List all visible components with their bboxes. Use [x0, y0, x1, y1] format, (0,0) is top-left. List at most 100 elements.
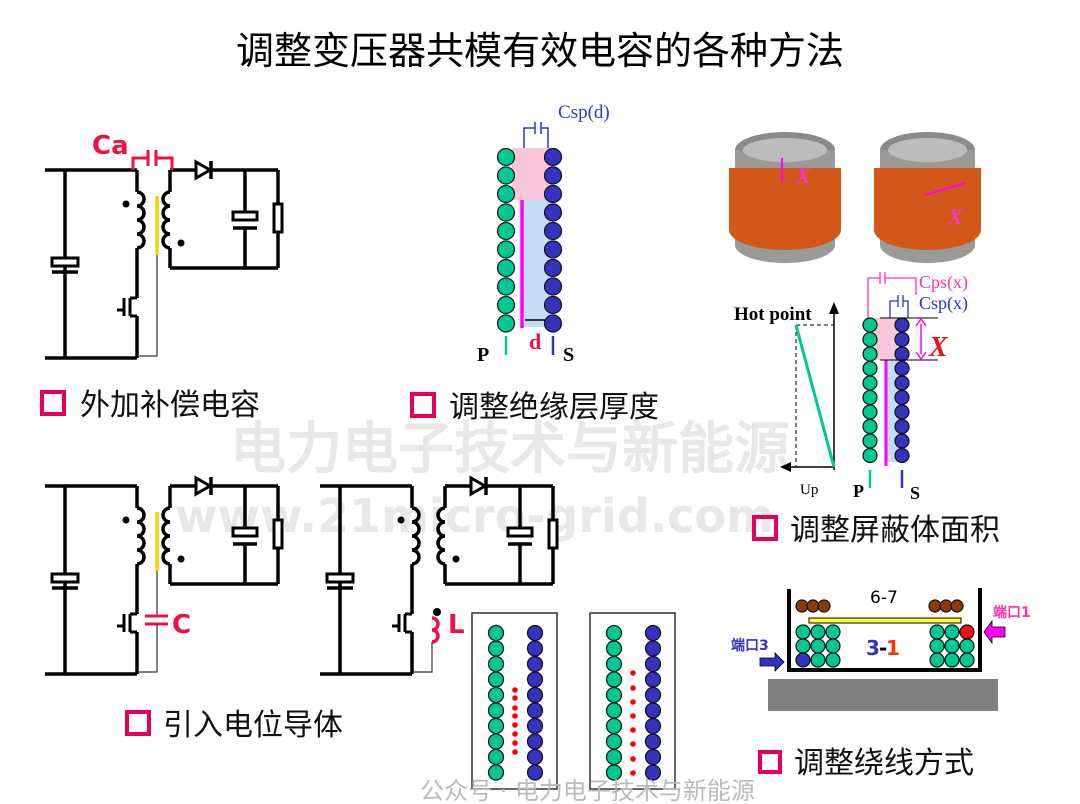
winding-diagrams	[471, 122, 1006, 790]
circuits	[45, 150, 559, 676]
primary-turn	[862, 447, 878, 464]
primary-turn	[487, 640, 505, 657]
dot-marker	[122, 516, 130, 524]
transformer-core-1	[729, 132, 841, 263]
primary-turn	[862, 346, 878, 362]
secondary-turn	[543, 314, 563, 333]
primary-turn	[496, 166, 516, 185]
secondary-turn	[894, 418, 910, 435]
bullet-square-icon	[40, 390, 66, 416]
insulation-diagram	[496, 122, 563, 355]
output-capacitor	[506, 526, 534, 538]
winding-turn	[944, 638, 960, 654]
primary-coil	[136, 190, 146, 250]
dot-marker	[177, 555, 185, 563]
watermark-url: www.21micro-grid.com	[175, 489, 774, 543]
diode-icon	[194, 159, 214, 181]
winding-turn	[929, 638, 945, 654]
mosfet-icon	[117, 612, 139, 674]
primary-turn	[487, 717, 505, 735]
primary-turn	[496, 240, 516, 259]
secondary-turn	[644, 764, 662, 781]
secondary-turn	[526, 624, 544, 642]
winding-box-1	[471, 612, 558, 790]
shield-lead	[139, 624, 158, 673]
shield-wire-dot	[512, 687, 518, 693]
csp-capacitor	[523, 127, 549, 148]
mosfet-icon	[392, 612, 414, 674]
cps-x-label: Cps(x)	[919, 272, 968, 293]
winding-box	[471, 612, 558, 790]
caption-shield-area: 调整屏蔽体面积	[752, 513, 1000, 548]
primary-turn	[605, 717, 623, 735]
voltage-line	[794, 324, 836, 468]
secondary-turn	[894, 331, 910, 348]
secondary-turn	[894, 360, 910, 377]
overlap-region	[875, 318, 897, 360]
secondary-turn	[894, 346, 910, 362]
compensation-capacitor	[131, 156, 174, 170]
primary-turn	[496, 295, 516, 315]
port3-arrow-icon	[759, 652, 785, 672]
transformer-core-2	[874, 132, 981, 263]
arrow-left-icon	[780, 462, 791, 472]
layer-6-7-label: 6-7	[870, 588, 898, 608]
primary-turn	[862, 389, 878, 406]
secondary-turn	[526, 655, 544, 673]
winding-turn	[959, 624, 975, 640]
x-arrow	[924, 182, 966, 196]
layer-turn	[939, 599, 953, 613]
winding-sep: -	[879, 636, 887, 660]
secondary-turn	[526, 702, 544, 719]
secondary-turn	[543, 147, 563, 167]
shield-wire-dot	[630, 670, 636, 676]
primary-turn	[605, 640, 623, 657]
page-title: 调整变压器共模有效电容的各种方法	[236, 29, 844, 73]
bullet-square-icon	[758, 750, 782, 774]
shield-wire-dot	[512, 731, 518, 737]
primary-turn	[487, 733, 505, 750]
secondary-turn	[894, 404, 910, 420]
secondary-turn	[543, 221, 563, 241]
secondary-turn	[543, 258, 563, 278]
caption-text: 调整绕线方式	[794, 746, 974, 781]
primary-turn	[487, 748, 505, 766]
dot-marker	[433, 608, 441, 616]
load-resistor	[272, 202, 284, 234]
up-label: Up	[800, 482, 818, 498]
ca-label: Ca	[92, 131, 129, 161]
shield-wire-dot	[630, 741, 636, 747]
copper-foil	[874, 168, 981, 250]
secondary-turn	[644, 671, 662, 688]
csp-d-label: Csp(d)	[558, 102, 610, 123]
flyback-circuit	[45, 475, 284, 676]
input-capacitor	[50, 572, 80, 584]
arrow-up-icon	[829, 302, 839, 314]
secondary-coil	[436, 506, 446, 566]
secondary-turn	[543, 166, 563, 185]
secondary-turn	[894, 389, 910, 406]
caption-text: 外加补偿电容	[80, 388, 260, 423]
primary-turn	[862, 418, 878, 435]
shield-wire-dot	[630, 770, 636, 776]
cps-capacitor	[867, 277, 917, 318]
winding-turn	[825, 638, 841, 654]
s-label-2: S	[910, 483, 920, 503]
csp-x-label: Csp(x)	[919, 293, 968, 314]
shield-wire-dot	[630, 727, 636, 733]
inductor-icon	[431, 616, 440, 644]
output-capacitor	[231, 210, 259, 222]
shield-wire-dot	[630, 685, 636, 691]
diode-icon	[469, 475, 489, 497]
shield-wire-dot	[630, 699, 636, 705]
primary-turn	[862, 331, 878, 348]
bullet-square-icon	[125, 710, 151, 736]
layer-turn	[817, 599, 831, 613]
winding-turn	[810, 624, 826, 640]
primary-turn	[605, 671, 623, 688]
caption-compensation-cap: 外加补偿电容	[40, 388, 260, 423]
secondary-turn	[543, 184, 563, 204]
input-capacitor	[50, 256, 80, 268]
layer-turn	[795, 599, 809, 613]
winding-method-diagram	[759, 588, 1006, 711]
